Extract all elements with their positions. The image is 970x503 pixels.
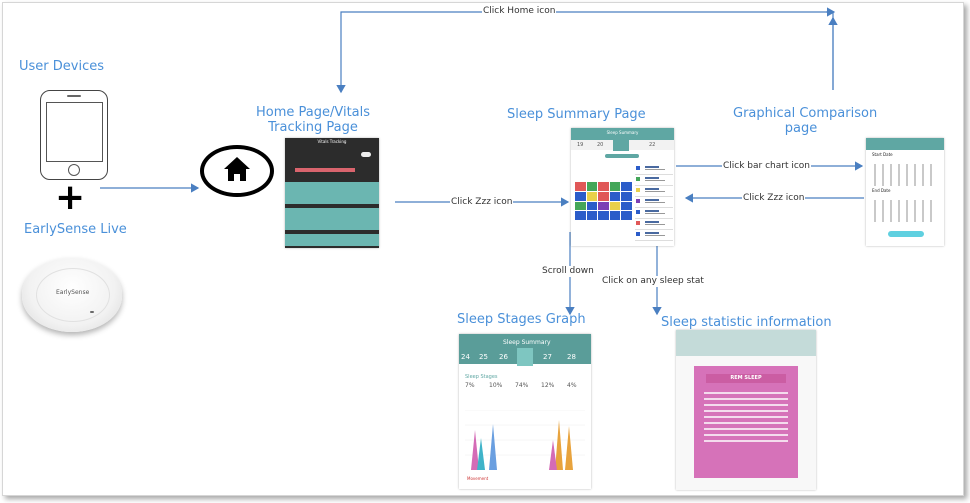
pct-4: 12% <box>541 382 555 389</box>
home-screen-title: Vitals Tracking <box>317 139 347 144</box>
vitals-card-3 <box>285 234 379 246</box>
sleep-stages-screenshot: Sleep Summary 24 25 26 27 28 Sleep Stage… <box>459 334 591 489</box>
sensor-led <box>90 311 94 313</box>
stat-row[interactable] <box>635 175 673 186</box>
sleep-stat-list <box>635 164 673 241</box>
popup-title: REM SLEEP <box>706 374 786 383</box>
date-1: 19 <box>577 142 584 148</box>
date-2: 20 <box>597 142 604 148</box>
home-icon <box>200 145 274 197</box>
label-graphical-comparison: Graphical Comparison page <box>733 106 878 136</box>
sensor-brand-logo: EarlySense <box>56 289 90 296</box>
end-date-label: End Date <box>872 188 891 193</box>
iphone-screen <box>46 102 103 162</box>
label-sleep-summary: Sleep Summary Page <box>507 107 646 122</box>
vitals-card-2 <box>285 208 379 230</box>
home-page-screenshot: Vitals Tracking <box>285 138 379 248</box>
stat-row[interactable] <box>635 219 673 230</box>
tracking-button <box>295 168 355 172</box>
pct-5: 4% <box>567 382 577 389</box>
pct-1: 7% <box>465 382 475 389</box>
plus-icon: + <box>55 177 86 218</box>
sleep-statistic-screenshot: REM SLEEP <box>676 330 816 490</box>
stat-row[interactable] <box>635 197 673 208</box>
label-graphical-comparison-line1: Graphical Comparison <box>733 106 878 121</box>
edge-label-scroll-down: Scroll down <box>541 266 595 277</box>
stages-date-3: 26 <box>499 353 508 361</box>
stages-date-1: 24 <box>461 353 470 361</box>
start-date-calendar[interactable] <box>874 164 934 186</box>
stat-row[interactable] <box>635 164 673 175</box>
stat-row[interactable] <box>635 208 673 219</box>
stat-row[interactable] <box>635 230 673 241</box>
movement-label: Movement <box>467 476 489 481</box>
house-icon <box>224 157 250 181</box>
stages-header: Sleep Summary <box>459 334 591 350</box>
sleep-grid <box>575 182 632 220</box>
comparison-header <box>866 138 944 150</box>
label-earlysense-live: EarlySense Live <box>24 222 127 237</box>
start-date-label: Start Date <box>872 152 893 157</box>
pct-2: 10% <box>489 382 503 389</box>
label-home-page: Home Page/Vitals Tracking Page <box>244 105 382 135</box>
view-graphs-button[interactable] <box>888 231 924 237</box>
popup-text <box>704 392 788 446</box>
label-sleep-stages-graph: Sleep Stages Graph <box>457 312 586 327</box>
label-home-page-line2: Tracking Page <box>268 120 358 135</box>
label-user-devices: User Devices <box>19 59 104 74</box>
sleep-stages-chart <box>465 410 585 470</box>
vitals-card-1 <box>285 182 379 204</box>
edge-label-home-icon: Click Home icon <box>482 6 557 17</box>
stages-title: Sleep Summary <box>503 339 551 346</box>
info-header <box>676 330 816 356</box>
edge-label-zzz-2: Click Zzz icon <box>742 193 806 204</box>
iphone-speaker <box>67 95 81 97</box>
sleep-summary-header: Sleep Summary <box>571 128 674 140</box>
end-date-calendar[interactable] <box>874 200 934 222</box>
earlysense-sensor-image: EarlySense <box>22 258 122 332</box>
label-sleep-statistic-info: Sleep statistic information <box>661 315 832 330</box>
stat-row[interactable] <box>635 186 673 197</box>
arrow-home-loop <box>336 11 834 94</box>
edge-label-zzz-1: Click Zzz icon <box>450 197 514 208</box>
smart-wake-toggle <box>361 152 371 157</box>
stages-section-title: Sleep Stages <box>465 374 498 380</box>
date-4: 22 <box>649 142 656 148</box>
sleep-summary-screenshot: Sleep Summary 19 20 22 <box>571 128 674 246</box>
date-active <box>613 138 629 151</box>
iphone-home-button <box>68 164 80 176</box>
stages-date-2: 25 <box>479 353 488 361</box>
date-pill <box>605 154 639 158</box>
graphical-comparison-screenshot: Start Date End Date <box>866 138 944 246</box>
edge-label-bar-chart: Click bar chart icon <box>722 161 812 172</box>
stages-date-active <box>517 348 533 366</box>
rem-sleep-popup: REM SLEEP <box>694 366 798 478</box>
stages-date-5: 28 <box>567 353 576 361</box>
iphone-illustration <box>40 90 108 180</box>
edge-label-sleep-stat: Click on any sleep stat <box>601 276 705 287</box>
sensor-inner-ring <box>36 268 110 322</box>
label-home-page-line1: Home Page/Vitals <box>255 105 371 120</box>
label-graphical-comparison-line2: page <box>784 121 818 136</box>
pct-3: 74% <box>515 382 529 389</box>
stages-date-4: 27 <box>543 353 552 361</box>
